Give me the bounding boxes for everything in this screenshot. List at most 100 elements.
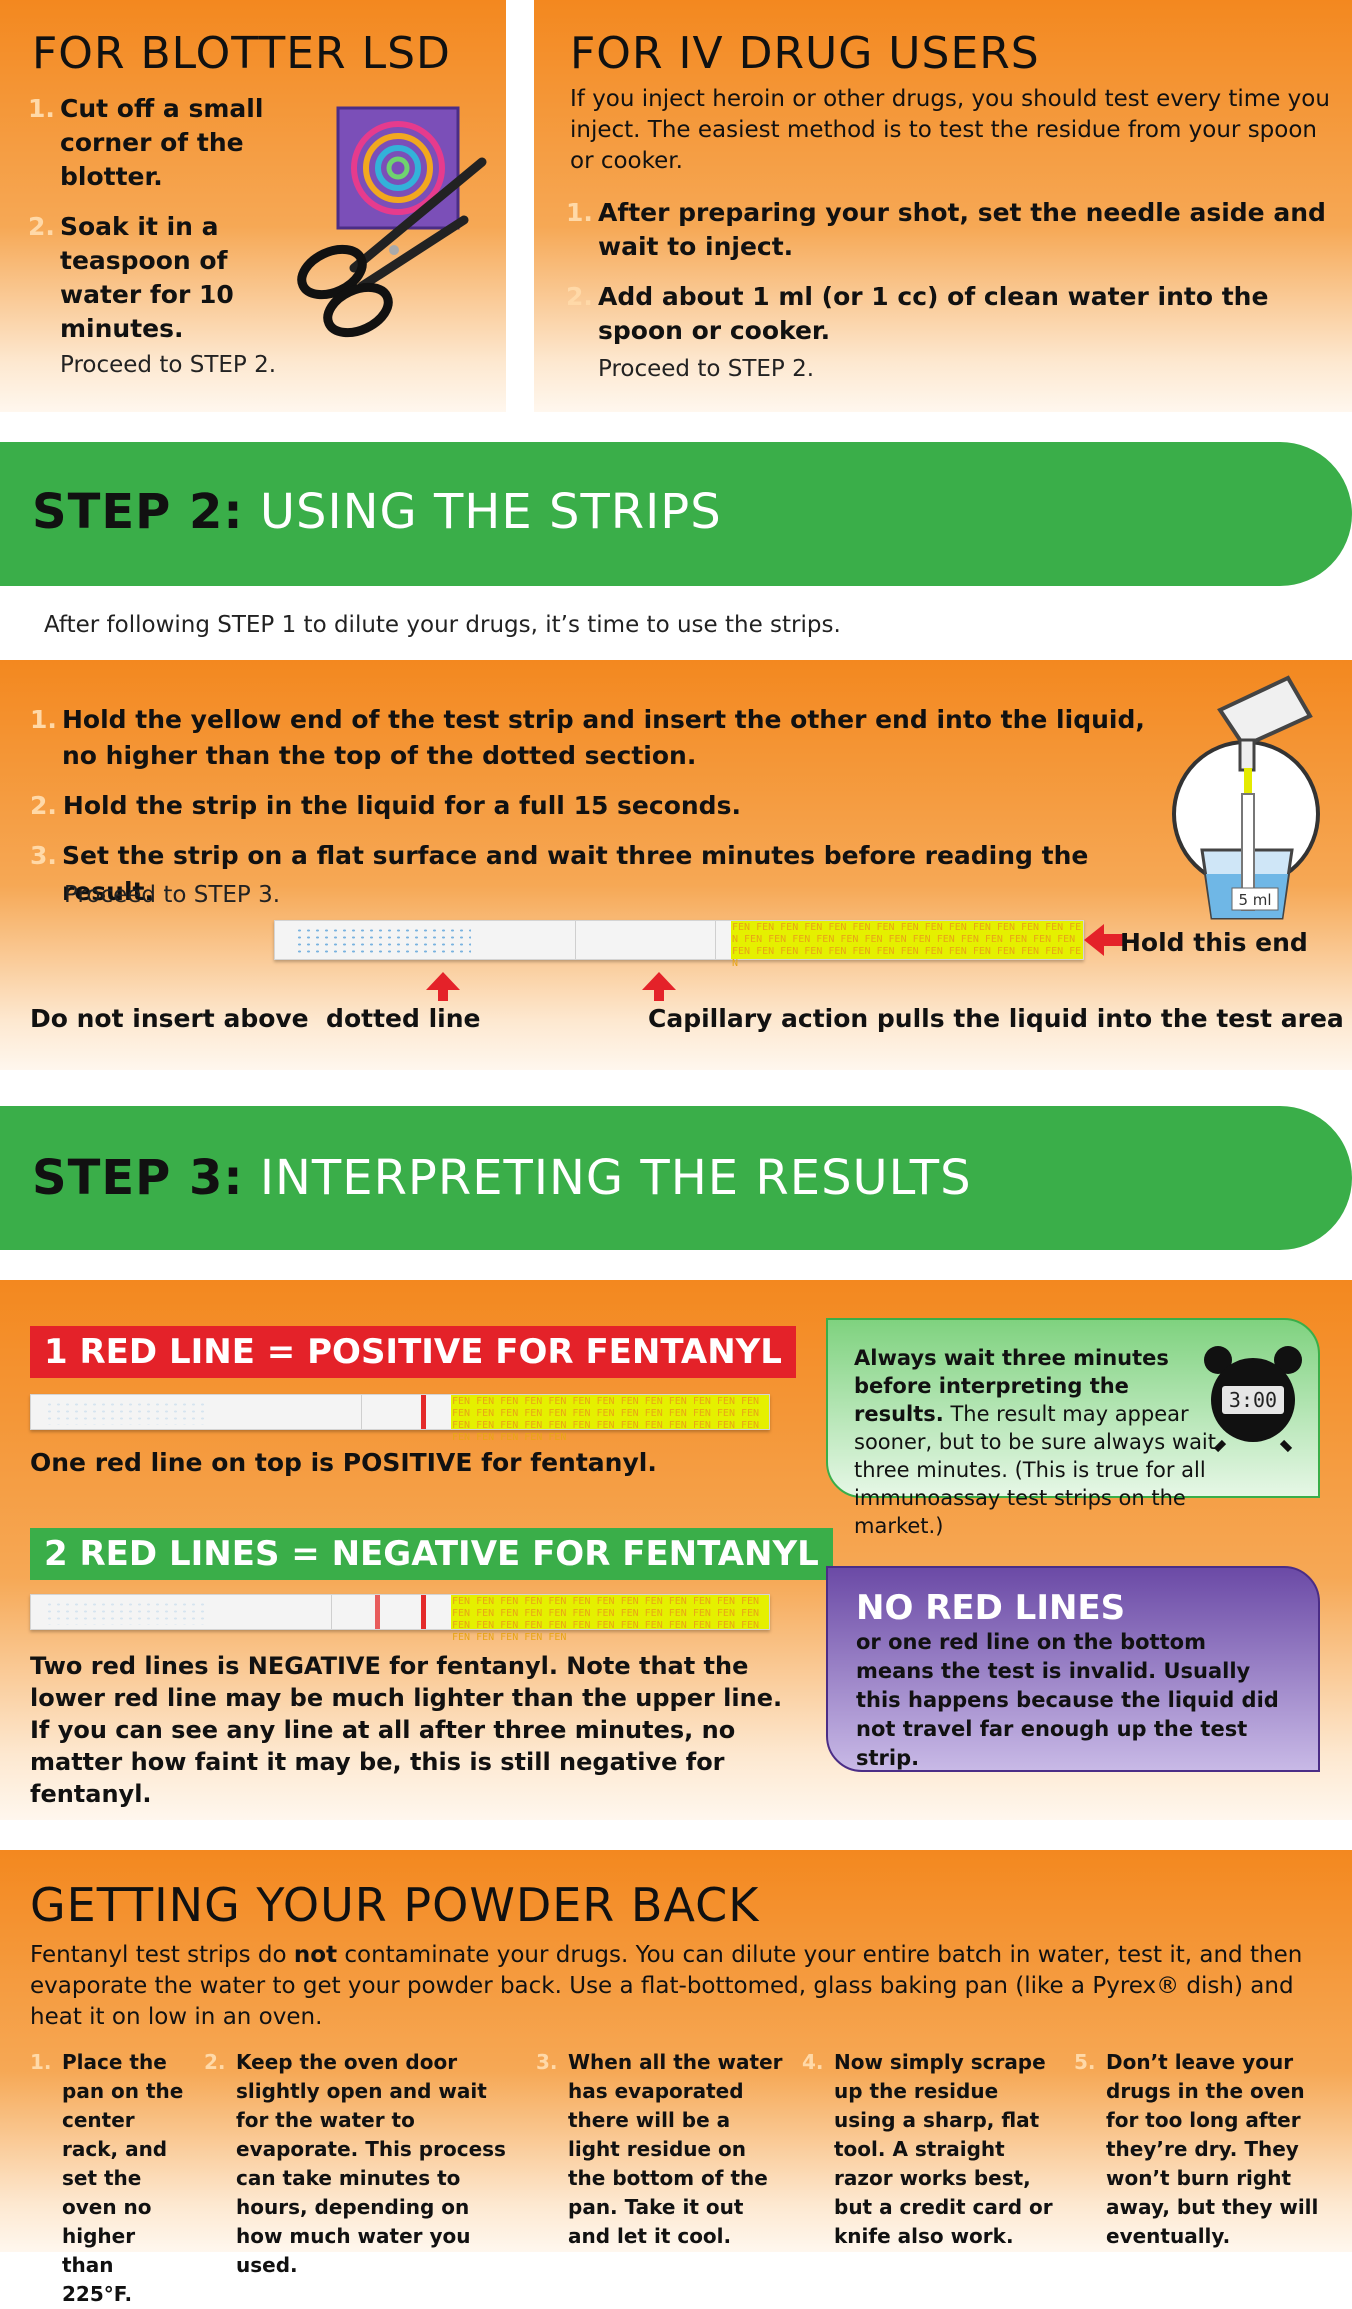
negative-upper-red-line (421, 1595, 426, 1629)
step3-section: 1 RED LINE = POSITIVE FOR FENTANYL FEN F… (0, 1280, 1352, 1820)
step2-title: STEP 2: USING THE STRIPS (32, 484, 722, 540)
step-number: 4. (802, 2050, 824, 2074)
negative-text-c: for fentanyl. Note that the lower red li… (30, 1652, 783, 1808)
iv-steps: 1. After preparing your shot, set the ne… (566, 196, 1336, 348)
negative-description: Two red lines is NEGATIVE for fentanyl. … (30, 1650, 790, 1810)
powder-intro: Fentanyl test strips do not contaminate … (30, 1940, 1330, 2033)
list-item: 2. Keep the oven door slightly open and … (204, 2048, 522, 2309)
list-item: 1. Place the pan on the center rack, and… (30, 2048, 190, 2309)
step-text: Soak it in a teaspoon of water for 10 mi… (60, 212, 234, 343)
cup-icon: 5 ml (1200, 793, 1294, 920)
yellow-end: FEN FEN FEN FEN FEN FEN FEN FEN FEN FEN … (731, 921, 1083, 969)
invalid-note-box: NO RED LINES or one red line on the bott… (826, 1566, 1320, 1772)
powder-section: GETTING YOUR POWDER BACK Fentanyl test s… (0, 1850, 1352, 2306)
step3-title: STEP 3: INTERPRETING THE RESULTS (32, 1150, 972, 1206)
step-text: Don’t leave your drugs in the oven for t… (1106, 2050, 1319, 2248)
step2-intro: After following STEP 1 to dilute your dr… (44, 612, 841, 638)
capillary-arrow-icon (642, 972, 676, 990)
positive-text-a: One red line on top is (30, 1448, 343, 1477)
blotter-stamp-icon (336, 106, 460, 230)
positive-text-c: for fentanyl. (472, 1448, 657, 1477)
negative-badge: 2 RED LINES = NEGATIVE FOR FENTANYL (30, 1528, 833, 1580)
dotted-line-label: Do not insert above dotted line (30, 1004, 481, 1033)
iv-intro: If you inject heroin or other drugs, you… (570, 86, 1330, 174)
step-text: Set the strip on a flat surface and wait… (62, 841, 1089, 906)
step2-label: STEP 2: (32, 484, 244, 540)
blotter-scissors-illustration (297, 106, 487, 338)
step-text: After preparing your shot, set the needl… (598, 198, 1326, 261)
arrow-stem (438, 989, 448, 1001)
step3-label: STEP 3: (32, 1150, 244, 1206)
negative-text-b: NEGATIVE (247, 1652, 381, 1680)
blotter-proceed: Proceed to STEP 2. (60, 352, 277, 378)
step-text: Add about 1 ml (or 1 cc) of clean water … (598, 282, 1269, 345)
step-number: 5. (1074, 2050, 1096, 2074)
step-number: 1. (28, 94, 55, 123)
step-number: 2. (566, 282, 593, 311)
step-text: Cut off a small corner of the blotter. (60, 94, 264, 191)
hold-label: Hold this end (1120, 928, 1308, 957)
powder-intro-c: contaminate your drugs. You can dilute y… (30, 1942, 1303, 2030)
list-item: 4. Now simply scrape up the residue usin… (802, 2048, 1060, 2309)
list-item: 3. When all the water has evaporated the… (536, 2048, 788, 2309)
step-number: 2. (28, 212, 55, 241)
list-item: 1. Hold the yellow end of the test strip… (30, 702, 1150, 774)
capillary-label: Capillary action pulls the liquid into t… (648, 1004, 1344, 1033)
step-text: Hold the yellow end of the test strip an… (62, 705, 1145, 770)
strip-segment (575, 921, 576, 959)
negative-lower-red-line (375, 1595, 380, 1629)
dotted-section (45, 1601, 205, 1625)
invalid-text: or one red line on the bottom means the … (856, 1630, 1279, 1770)
list-item: 2. Soak it in a teaspoon of water for 10… (28, 210, 278, 346)
negative-text-a: Two red lines is (30, 1652, 248, 1680)
step2-steps: 1. Hold the yellow end of the test strip… (30, 702, 1150, 910)
negative-test-strip: FEN FEN FEN FEN FEN FEN FEN FEN FEN FEN … (30, 1594, 770, 1643)
clock-readout: 3:00 (1229, 1388, 1277, 1412)
step-number: 2. (204, 2050, 226, 2074)
yellow-end: FEN FEN FEN FEN FEN FEN FEN FEN FEN FEN … (451, 1595, 769, 1643)
dotted-section (45, 1401, 205, 1425)
list-item: 2. Add about 1 ml (or 1 cc) of clean wat… (566, 280, 1336, 348)
step2-header: STEP 2: USING THE STRIPS (0, 442, 1352, 586)
cup-volume-label: 5 ml (1238, 891, 1271, 909)
iv-section: FOR IV DRUG USERS If you inject heroin o… (534, 0, 1352, 412)
step-number: 2. (30, 791, 57, 820)
step-number: 1. (566, 198, 593, 227)
positive-text-b: POSITIVE (342, 1448, 473, 1477)
dropper-icon (1217, 675, 1313, 816)
yellow-end: FEN FEN FEN FEN FEN FEN FEN FEN FEN FEN … (451, 1395, 769, 1443)
list-item: 1. Cut off a small corner of the blotter… (28, 92, 278, 194)
dotted-section (295, 927, 471, 955)
step-number: 3. (30, 841, 57, 870)
positive-badge: 1 RED LINE = POSITIVE FOR FENTANYL (30, 1326, 796, 1378)
wait-note-text: Always wait three minutes before interpr… (854, 1344, 1224, 1540)
blotter-section: FOR BLOTTER LSD 1. Cut off a small corne… (0, 0, 506, 412)
step2-proceed: Proceed to STEP 3. (64, 882, 281, 908)
step-text: Hold the strip in the liquid for a full … (62, 791, 741, 820)
powder-intro-a: Fentanyl test strips do (30, 1942, 294, 1968)
step3-heading: INTERPRETING THE RESULTS (259, 1150, 972, 1206)
step2-section: 1. Hold the yellow end of the test strip… (0, 660, 1352, 1070)
step3-header: STEP 3: INTERPRETING THE RESULTS (0, 1106, 1352, 1250)
powder-intro-b: not (293, 1942, 338, 1968)
test-strip: FEN FEN FEN FEN FEN FEN FEN FEN FEN FEN … (274, 920, 1084, 969)
positive-description: One red line on top is POSITIVE for fent… (30, 1448, 657, 1477)
positive-red-line (421, 1395, 426, 1429)
powder-steps: 1. Place the pan on the center rack, and… (30, 2048, 1330, 2309)
hold-arrow-icon (1084, 924, 1124, 956)
wait-note-box: Always wait three minutes before interpr… (826, 1318, 1320, 1538)
step-number: 3. (536, 2050, 558, 2074)
powder-title: GETTING YOUR POWDER BACK (30, 1878, 760, 1932)
wait-note-bold: Always wait three minutes before interpr… (854, 1346, 1169, 1426)
blotter-title: FOR BLOTTER LSD (32, 28, 451, 79)
scissors-icon (297, 157, 487, 338)
dotted-line-arrow-icon (426, 972, 460, 990)
list-item: 5. Don’t leave your drugs in the oven fo… (1074, 2048, 1320, 2309)
step-text: When all the water has evaporated there … (568, 2050, 783, 2248)
step-text: Now simply scrape up the residue using a… (834, 2050, 1053, 2248)
list-item: 1. After preparing your shot, set the ne… (566, 196, 1336, 264)
step-text: Keep the oven door slightly open and wai… (236, 2050, 506, 2277)
strip-segment (331, 1595, 332, 1629)
blotter-steps: 1. Cut off a small corner of the blotter… (28, 92, 278, 346)
step-number: 1. (30, 705, 57, 734)
